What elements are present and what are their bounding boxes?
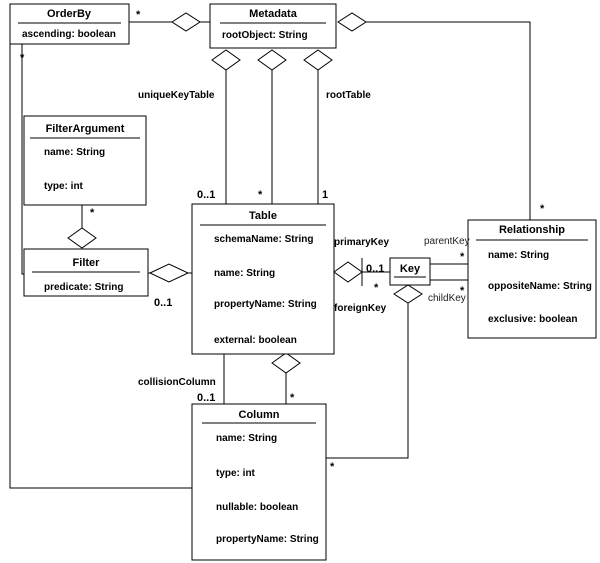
mult-orderby-filter: * [20, 52, 25, 64]
mult-rel-child: * [460, 285, 465, 297]
mult-filterarg: * [90, 207, 95, 219]
label-roottable: rootTable [326, 90, 371, 101]
diamond-metadata-right [337, 12, 367, 32]
class-column-attr-2: nullable: boolean [216, 502, 298, 513]
class-metadata-title: Metadata [249, 8, 298, 20]
mult-rel-parent: * [460, 251, 465, 263]
class-metadata-attr-0: rootObject: String [222, 30, 308, 41]
mult-column-key: * [330, 461, 335, 473]
diamond-metadata-root [303, 49, 333, 71]
mult-table-root: 1 [322, 189, 328, 201]
class-column[interactable]: Column name: String type: int nullable: … [191, 403, 327, 561]
mult-table-mid: * [258, 189, 263, 201]
connector-orderby-column [9, 44, 192, 489]
diamond-table-bottom [271, 352, 301, 374]
class-filterargument-title: FilterArgument [46, 123, 125, 135]
aggregation-diamonds [67, 12, 423, 374]
class-column-attr-1: type: int [216, 468, 256, 479]
mult-filter-table: 0..1 [154, 297, 172, 309]
class-filter-attr-0: predicate: String [44, 282, 123, 293]
class-filterargument[interactable]: FilterArgument name: String type: int [23, 115, 147, 206]
label-foreignkey: foreignKey [334, 303, 387, 314]
diamond-key-bottom [393, 284, 423, 304]
class-key-title: Key [400, 263, 421, 275]
class-filter[interactable]: Filter predicate: String [23, 248, 149, 297]
class-filter-title: Filter [73, 257, 101, 269]
diamond-table-right [333, 261, 363, 283]
class-metadata[interactable]: Metadata rootObject: String [209, 3, 337, 49]
class-column-attr-3: propertyName: String [216, 534, 319, 545]
multiplicities: * * * 0..1 0..1 * 1 * 0..1 * * * 0..1 * … [20, 9, 545, 473]
class-column-title: Column [239, 409, 280, 421]
label-uniquekeytable: uniqueKeyTable [138, 90, 215, 101]
class-table-attr-2: propertyName: String [214, 299, 317, 310]
class-filterargument-attr-0: name: String [44, 147, 105, 158]
connector-orderby-filter [21, 44, 24, 275]
class-relationship-title: Relationship [499, 224, 565, 236]
connector-metadata-relationship [366, 21, 531, 220]
label-collisioncolumn: collisionColumn [138, 377, 216, 388]
mult-key-foreign: * [374, 282, 379, 294]
diamond-metadata-mid [257, 49, 287, 71]
diamond-metadata-left [171, 12, 201, 32]
class-table-title: Table [249, 210, 277, 222]
class-column-attr-0: name: String [216, 433, 277, 444]
connector-column-key [326, 303, 409, 459]
class-relationship-attr-1: oppositeName: String [488, 281, 592, 292]
mult-key-primary: 0..1 [366, 263, 384, 275]
class-relationship-attr-0: name: String [488, 250, 549, 261]
diamond-filter [67, 227, 97, 249]
class-table-attr-0: schemaName: String [214, 234, 313, 245]
diamond-table-left [148, 263, 190, 283]
label-primarykey: primaryKey [334, 237, 389, 248]
mult-relationship-meta: * [540, 203, 545, 215]
diamond-metadata-unique [211, 49, 241, 71]
class-relationship[interactable]: Relationship name: String oppositeName: … [467, 219, 597, 339]
class-relationship-attr-2: exclusive: boolean [488, 314, 577, 325]
label-parentkey: parentKey [424, 236, 470, 247]
label-childkey: childKey [428, 293, 466, 304]
class-key[interactable]: Key [389, 257, 431, 286]
mult-orderby-metadata: * [136, 9, 141, 21]
mult-table-unique: 0..1 [197, 189, 215, 201]
class-table-attr-3: external: boolean [214, 335, 297, 346]
role-labels: uniqueKeyTable rootTable primaryKey fore… [138, 90, 470, 388]
class-filterargument-attr-1: type: int [44, 181, 84, 192]
class-orderby-title: OrderBy [47, 8, 92, 20]
class-orderby[interactable]: OrderBy ascending: boolean [9, 3, 130, 45]
mult-column-collision: 0..1 [197, 392, 215, 404]
class-table[interactable]: Table schemaName: String name: String pr… [191, 203, 335, 355]
mult-column-table: * [290, 392, 295, 404]
class-table-attr-1: name: String [214, 268, 275, 279]
class-orderby-attr-0: ascending: boolean [22, 29, 116, 40]
